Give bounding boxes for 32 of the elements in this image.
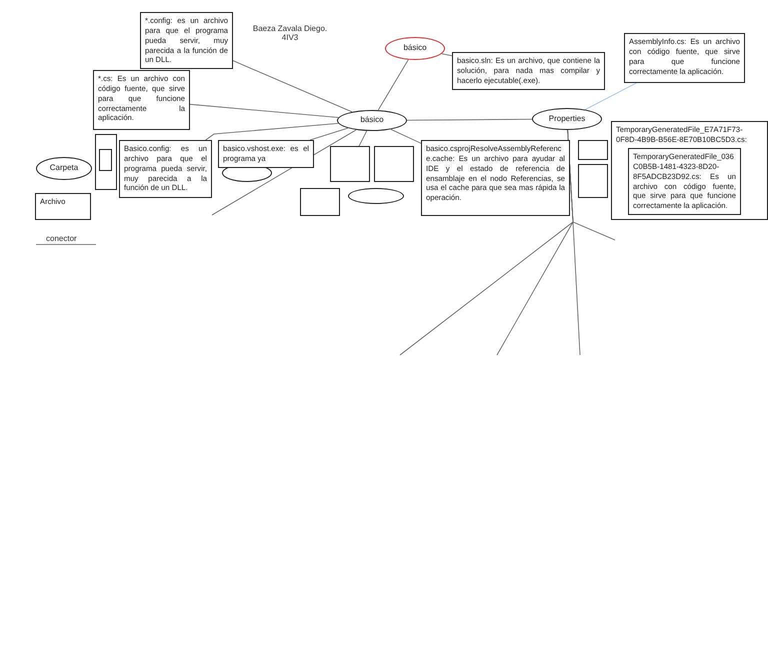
- connector-line: [390, 128, 422, 144]
- text-box: [611, 121, 768, 220]
- empty-box: [300, 188, 340, 216]
- author-label: Baeza Zavala Diego. 4IV3: [252, 24, 328, 42]
- node-text: Carpeta: [50, 163, 78, 174]
- empty-box: [578, 164, 608, 198]
- connector-line: [584, 82, 637, 110]
- text-box: [218, 140, 314, 168]
- node-text: básico: [403, 43, 427, 54]
- empty-ellipse: [348, 188, 404, 204]
- empty-box: [99, 149, 112, 171]
- text-box: [421, 140, 570, 216]
- ellipse-node: [36, 157, 92, 180]
- connector-line: [358, 130, 368, 146]
- connector-line: [310, 128, 348, 140]
- text-box: [35, 193, 91, 220]
- legend-label: conector: [46, 234, 77, 243]
- connector-line: [190, 104, 339, 118]
- text-box: [93, 70, 190, 130]
- ellipse-node: [385, 37, 445, 60]
- empty-box: [374, 146, 414, 182]
- node-text: básico: [360, 115, 384, 126]
- connector-line: [378, 59, 409, 111]
- text-box: [624, 33, 745, 83]
- connector-line: [406, 118, 532, 121]
- empty-box: [95, 134, 117, 190]
- empty-box: [330, 146, 370, 182]
- empty-box: [578, 140, 608, 160]
- node-text: Properties: [548, 114, 586, 124]
- connector-line: [205, 122, 339, 140]
- connector-line: [441, 53, 452, 56]
- text-box: [452, 52, 605, 90]
